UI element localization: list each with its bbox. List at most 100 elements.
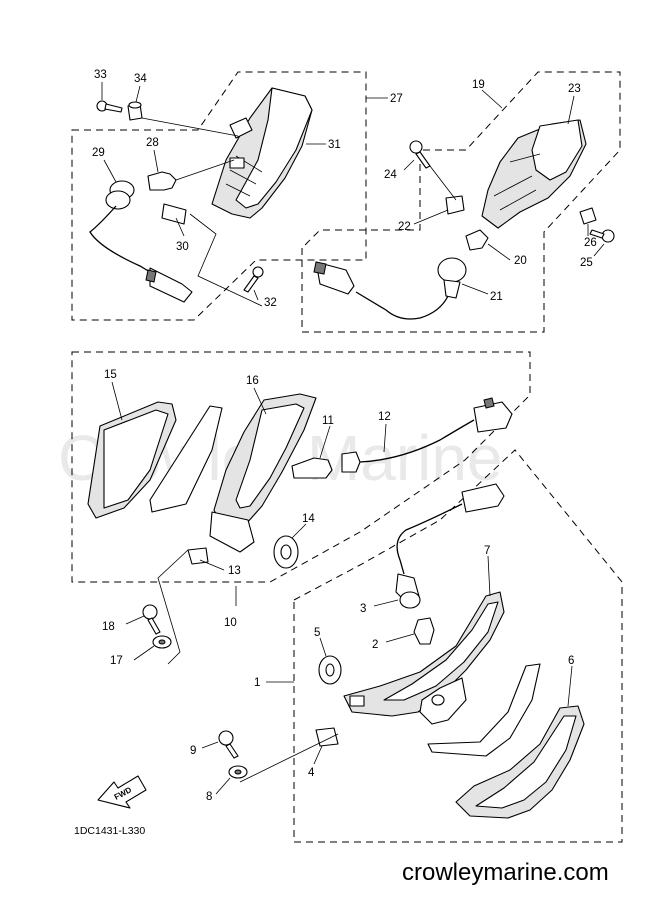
tail-light-assembly [89, 87, 313, 303]
socket-21-body [443, 279, 461, 299]
flasher-gasket-6b [427, 663, 541, 757]
leader-8 [215, 777, 231, 795]
bolt-33-shank [104, 103, 123, 113]
housing-bracket [229, 157, 245, 169]
callout-9: 9 [190, 745, 196, 757]
screw-18-head [142, 604, 158, 620]
outline-group-1 [293, 449, 623, 843]
leader-4b [239, 733, 339, 783]
leader-24 [403, 159, 415, 171]
spacer-34-top [128, 101, 142, 109]
leader-12 [383, 423, 387, 453]
grommet-14-hole [280, 544, 292, 560]
footer-url: crowleymarine.com [402, 859, 609, 886]
callout-15: 15 [104, 369, 117, 381]
callout-10: 10 [224, 617, 237, 629]
bulb-2 [413, 617, 435, 645]
leader-22 [413, 165, 457, 225]
callout-26: 26 [584, 237, 597, 249]
screw-9-shank [225, 743, 239, 759]
flasher-gasket-15b [149, 405, 223, 513]
flasher-housing-7 [343, 591, 505, 717]
connector-19-tab [313, 261, 327, 275]
callout-21: 21 [490, 291, 503, 303]
callout-5: 5 [314, 627, 320, 639]
group-outlines [71, 71, 623, 843]
fwd-arrow-shape [97, 775, 147, 809]
leader-5 [319, 637, 327, 657]
leader-15 [111, 381, 123, 421]
callout-7: 7 [484, 545, 490, 557]
leader-16 [253, 387, 267, 415]
callout-16: 16 [246, 375, 259, 387]
bulb-11 [291, 457, 333, 479]
wire-12 [359, 419, 475, 463]
connector-12-tab [483, 397, 495, 409]
callout-12: 12 [378, 411, 391, 423]
spacer-26 [579, 207, 597, 225]
nut-30 [161, 203, 187, 225]
leader-2 [385, 633, 415, 643]
leader-19 [481, 89, 503, 109]
leader-14 [291, 523, 307, 539]
callout-4: 4 [308, 767, 315, 779]
leader-13b [157, 549, 189, 665]
fwd-arrow-icon: FWD [97, 775, 147, 809]
nut-22 [445, 195, 465, 215]
callout-13: 13 [228, 565, 241, 577]
leader-7 [487, 555, 491, 597]
washer-17-hole [158, 639, 166, 645]
leader-32 [253, 289, 259, 301]
flasher-stay [209, 511, 255, 553]
callout-18: 18 [102, 621, 115, 633]
callout-29: 29 [92, 147, 105, 159]
connector-group-1 [461, 483, 505, 513]
leader-17 [133, 645, 155, 661]
socket-3-ring [399, 591, 421, 609]
leader-28 [153, 149, 235, 181]
leader-27b [141, 117, 239, 137]
callout-14: 14 [302, 513, 315, 525]
screw-32-head [252, 266, 264, 278]
connector-tab [145, 269, 157, 283]
leader-11 [319, 425, 331, 459]
callout-1: 1 [254, 677, 260, 689]
leader-29 [103, 159, 117, 183]
tail-light-lens-31 [235, 87, 313, 209]
leader-4 [313, 745, 323, 765]
housing-23-rib [493, 153, 541, 211]
leader-30 [175, 217, 185, 237]
leader-25 [593, 243, 605, 257]
license-light-assembly [313, 119, 615, 320]
leader-30b [189, 213, 263, 307]
socket-11 [341, 451, 361, 473]
socket-29-ring [105, 190, 131, 210]
flasher-lens-15-face [103, 409, 169, 509]
callout-27: 27 [390, 93, 403, 105]
callout-31: 31 [328, 139, 341, 151]
callout-33: 33 [94, 69, 107, 81]
wire-group-19 [355, 291, 449, 320]
license-light-lens-23 [531, 119, 583, 181]
screw-32-shank [243, 275, 259, 293]
flasher-housing-16-face [235, 403, 305, 509]
callouts: 33 34 27 31 28 29 30 32 19 23 24 22 26 2… [92, 69, 597, 803]
leader-3 [373, 599, 399, 607]
callout-6: 6 [568, 655, 574, 667]
callout-8: 8 [206, 791, 212, 803]
callout-30: 30 [176, 241, 189, 253]
wire-group-1 [396, 503, 463, 575]
front-flasher-assembly [218, 483, 585, 819]
screw-24-shank [415, 151, 431, 169]
leader-9 [201, 741, 219, 749]
callout-2: 2 [372, 639, 378, 651]
callout-32: 32 [264, 297, 277, 309]
callout-17: 17 [110, 655, 123, 667]
nut-4 [315, 727, 339, 747]
bulb-20 [465, 229, 489, 251]
callout-11: 11 [322, 415, 334, 427]
screw-18-shank [147, 617, 161, 635]
leader-21 [461, 283, 489, 295]
bulb-28 [147, 171, 177, 191]
